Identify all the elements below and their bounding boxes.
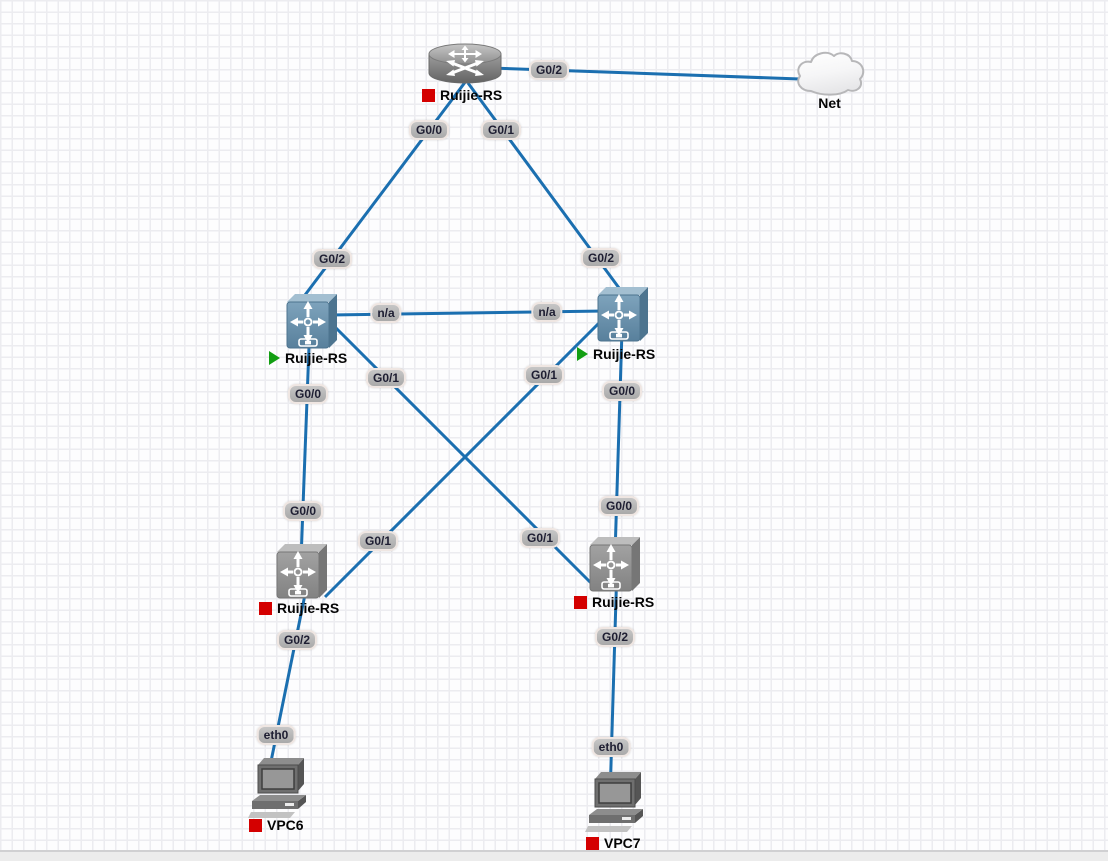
node-switch-right[interactable] bbox=[596, 283, 650, 343]
device-name: VPC6 bbox=[267, 817, 304, 833]
node-cloud-net[interactable] bbox=[792, 48, 868, 98]
node-switch-bottom-left[interactable] bbox=[275, 540, 329, 600]
interface-label[interactable]: G0/0 bbox=[408, 120, 450, 140]
layer3-switch-icon bbox=[589, 537, 640, 592]
interface-label[interactable]: G0/0 bbox=[598, 496, 640, 516]
status-stopped-icon bbox=[249, 818, 262, 832]
interface-label[interactable]: G0/1 bbox=[365, 368, 407, 388]
interface-label[interactable]: G0/2 bbox=[594, 627, 636, 647]
device-label-switch-bottom-right: Ruijie-RS bbox=[574, 594, 654, 610]
device-name: Ruijie-RS bbox=[440, 87, 503, 103]
interface-label[interactable]: G0/2 bbox=[311, 249, 353, 269]
device-name: Ruijie-RS bbox=[277, 600, 340, 616]
link-line[interactable] bbox=[613, 329, 624, 556]
layer3-switch-icon bbox=[286, 294, 337, 349]
pc-icon bbox=[585, 772, 643, 832]
horizontal-scrollbar[interactable] bbox=[0, 850, 1108, 861]
node-switch-bottom-right[interactable] bbox=[588, 533, 642, 593]
interface-label[interactable]: G0/0 bbox=[287, 384, 329, 404]
device-label-vpc7: VPC7 bbox=[586, 835, 641, 851]
device-label-switch-right: Ruijie-RS bbox=[577, 346, 655, 362]
device-name: VPC7 bbox=[604, 835, 641, 851]
interface-label[interactable]: G0/0 bbox=[601, 381, 643, 401]
node-vpc7[interactable] bbox=[585, 771, 645, 833]
device-label-vpc6: VPC6 bbox=[249, 817, 304, 833]
device-label-switch-left: Ruijie-RS bbox=[269, 350, 347, 366]
node-switch-left[interactable] bbox=[285, 290, 339, 350]
interface-label[interactable]: G0/0 bbox=[282, 501, 324, 521]
device-name: Ruijie-RS bbox=[593, 346, 656, 362]
device-label-net: Net bbox=[792, 95, 867, 111]
layer3-switch-icon bbox=[276, 544, 327, 599]
interface-label[interactable]: eth0 bbox=[591, 737, 631, 757]
status-running-icon bbox=[577, 347, 588, 361]
interface-label[interactable]: G0/1 bbox=[357, 531, 399, 551]
device-name: Ruijie-RS bbox=[592, 594, 655, 610]
interface-label[interactable]: G0/2 bbox=[276, 630, 318, 650]
pc-icon bbox=[248, 758, 306, 818]
interface-label[interactable]: G0/1 bbox=[519, 528, 561, 548]
device-label-router: Ruijie-RS bbox=[422, 87, 502, 103]
interface-label[interactable]: n/a bbox=[531, 302, 563, 322]
interface-label[interactable]: G0/2 bbox=[528, 60, 570, 80]
status-stopped-icon bbox=[586, 836, 599, 850]
layer3-switch-icon bbox=[597, 287, 648, 342]
cloud-icon bbox=[797, 51, 865, 96]
node-vpc6[interactable] bbox=[248, 757, 308, 819]
link-line[interactable] bbox=[608, 564, 619, 799]
status-stopped-icon bbox=[422, 88, 435, 102]
device-label-switch-bottom-left: Ruijie-RS bbox=[259, 600, 339, 616]
interface-label[interactable]: G0/1 bbox=[523, 365, 565, 385]
status-running-icon bbox=[269, 351, 280, 365]
device-name: Net bbox=[818, 95, 841, 111]
link-line[interactable] bbox=[323, 320, 602, 599]
interface-label[interactable]: n/a bbox=[370, 303, 402, 323]
interface-label[interactable]: G0/2 bbox=[580, 248, 622, 268]
status-stopped-icon bbox=[574, 595, 587, 609]
router-icon bbox=[428, 43, 502, 84]
interface-label[interactable]: G0/1 bbox=[480, 120, 522, 140]
interface-label[interactable]: eth0 bbox=[256, 725, 296, 745]
node-router[interactable] bbox=[428, 43, 502, 85]
status-stopped-icon bbox=[259, 601, 272, 615]
link-line[interactable] bbox=[264, 569, 312, 787]
device-name: Ruijie-RS bbox=[285, 350, 348, 366]
